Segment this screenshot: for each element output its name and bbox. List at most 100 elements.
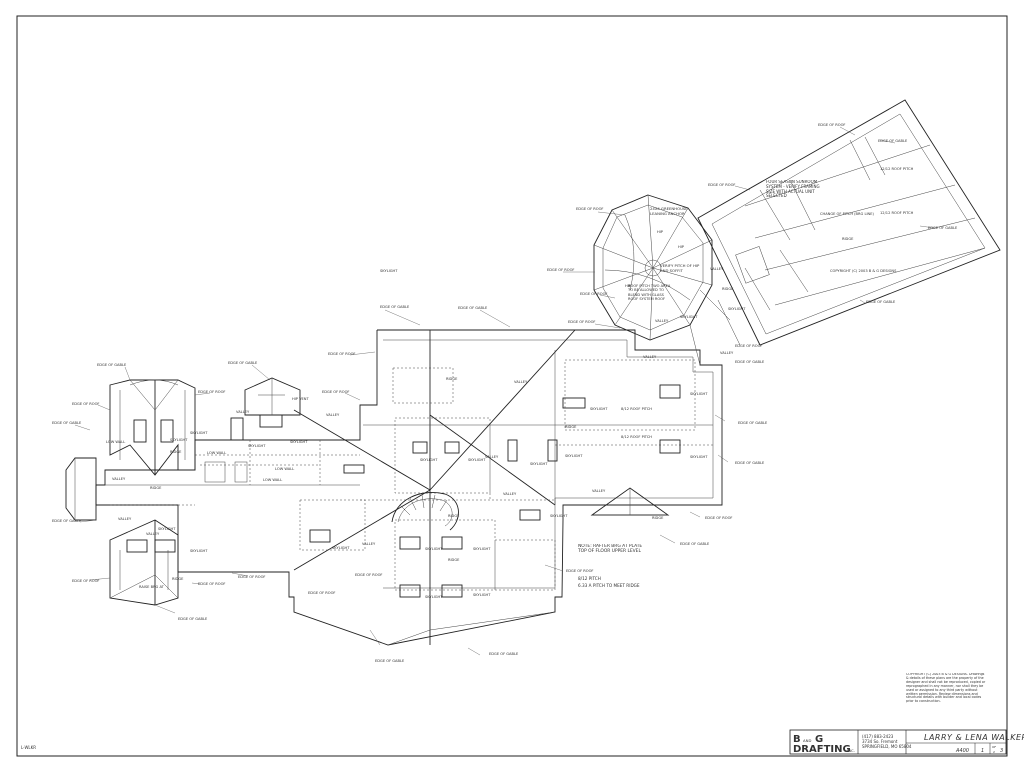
octagon-tower-roof (593, 194, 713, 366)
company-g: G (815, 734, 823, 745)
label-low-wall-3: LOW WALL (275, 467, 294, 471)
label-edge-of-roof-18: EDGE OF ROOF (355, 573, 383, 577)
label-ridge-5: RIDGE (170, 450, 182, 454)
label-skylight-8: SKYLIGHT (468, 458, 486, 462)
drawing-notes: FOUR SEASON SUNROOM SYSTEM - VERIFY FRAM… (21, 180, 985, 750)
label-ridge-3: RIDGE (565, 425, 577, 429)
label-edge-of-roof-1: EDGE OF ROOF (818, 123, 846, 127)
label-skylight-11: SKYLIGHT (473, 547, 491, 551)
label-valley-1: VALLEY (514, 380, 528, 384)
label-pitch-8-12-b: 8/12 ROOF PITCH (621, 435, 652, 439)
sheet-of: OF (992, 745, 996, 749)
label-skylight-2: SKYLIGHT (590, 407, 608, 411)
label-valley-2: VALLEY (326, 413, 340, 417)
sheet-label-2: 2 (993, 750, 995, 754)
label-edge-of-gable-5: EDGE OF GABLE (97, 363, 127, 367)
label-skylight-3: SKYLIGHT (690, 392, 708, 396)
label-edge-of-roof-17: EDGE OF ROOF (72, 579, 100, 583)
label-valley-11: VALLEY (112, 477, 126, 481)
pitch-ratio-note: 6.33 A PITCH TO MEET RIDGE (578, 583, 640, 588)
sunroom-note: FOUR SEASON SUNROOM SYSTEM - VERIFY FRAM… (766, 180, 820, 198)
label-edge-of-gable-8: EDGE OF GABLE (928, 226, 958, 230)
label-edge-of-roof-13: EDGE OF ROOF (566, 569, 594, 573)
label-skylight-20: SKYLIGHT (170, 438, 188, 442)
label-valley-7: VALLEY (643, 355, 657, 359)
label-edge-of-gable-6: EDGE OF GABLE (52, 421, 82, 425)
label-ridge-9: RIDGE (172, 577, 184, 581)
label-skylight-19: SKYLIGHT (190, 431, 208, 435)
label-copyright-small: COPYRIGHT (C) 2003 B & G DESIGNS (830, 269, 897, 273)
label-edge-of-roof-11: EDGE OF ROOF (735, 344, 763, 348)
label-skylight-21: SKYLIGHT (728, 307, 746, 311)
label-edge-of-gable-14: EDGE OF GABLE (375, 659, 405, 663)
company-suffix: INC. (847, 748, 855, 753)
label-edge-of-gable-11: EDGE OF GABLE (735, 461, 765, 465)
copyright-block: COPYRIGHT (C) 2003 B & G DESIGNS. Drawin… (906, 673, 985, 703)
label-edge-of-roof-5: EDGE OF ROOF (580, 292, 608, 296)
office-phone: (417) 883-2423 (862, 734, 894, 739)
label-edge-of-gable-3: EDGE OF GABLE (458, 306, 488, 310)
label-hip-3: HIP (625, 284, 632, 288)
label-pitch-12-12-a: 12/12 ROOF PITCH (880, 167, 914, 171)
label-valley-4: VALLEY (485, 455, 499, 459)
label-valley-8: VALLEY (720, 351, 734, 355)
label-valley-13: VALLEY (146, 532, 160, 536)
label-ridge-2: RIDGE (446, 377, 458, 381)
label-edge-of-roof-2: EDGE OF ROOF (708, 183, 736, 187)
label-edge-of-gable-4: EDGE OF GABLE (228, 361, 258, 365)
roof-labels: EDGE OF ROOF EDGE OF GABLE EDGE OF ROOF … (52, 123, 958, 663)
label-skylight-16: SKYLIGHT (158, 527, 176, 531)
label-valley-6: VALLEY (592, 489, 606, 493)
client-name: LARRY & LENA WALKER (924, 733, 1024, 742)
label-low-wall-4: LOW WALL (263, 478, 282, 482)
roof-pitch-note: ROOF PITCH TWO AREA TO BE ALLOWED TO BLE… (628, 284, 670, 301)
label-low-wall-2: LOW WALL (207, 451, 226, 455)
office-city: SPRINGFIELD, MO 65804 (862, 744, 912, 749)
label-pitch-8-12-a: 8/12 ROOF PITCH (621, 407, 652, 411)
label-skylight-22: SKYLIGHT (680, 315, 698, 319)
rafter-note: NOTE: RAFTER BRG AT PLATE TOP OF FLOOR U… (578, 544, 642, 554)
label-valley-14: VALLEY (655, 319, 669, 323)
label-edge-of-roof-15: EDGE OF ROOF (238, 575, 266, 579)
label-change-of-pitch: CHANGE OF PITCH (BRG LINE) (820, 212, 874, 216)
label-edge-of-gable-12: EDGE OF GABLE (680, 542, 710, 546)
label-edge-of-roof-9: EDGE OF ROOF (322, 390, 350, 394)
label-skylight-12: SKYLIGHT (425, 595, 443, 599)
label-edge-of-roof-10: EDGE OF ROOF (72, 402, 100, 406)
greenhouse-note: 24X4 GREENHOUSE LEANING ANCHOR (650, 207, 688, 215)
label-skylight-13: SKYLIGHT (473, 593, 491, 597)
label-skylight-18: SKYLIGHT (248, 444, 266, 448)
label-skylight-1: SKYLIGHT (380, 269, 398, 273)
label-skylight-7: SKYLIGHT (420, 458, 438, 462)
sheet-number: A400 (955, 748, 969, 754)
label-raise-brg: RAISE BRG AT (139, 585, 165, 589)
label-skylight-14: SKYLIGHT (332, 546, 350, 550)
label-valley-10: VALLEY (362, 542, 376, 546)
label-edge-of-gable-13: EDGE OF GABLE (489, 652, 519, 656)
label-edge-of-roof-4: EDGE OF ROOF (547, 268, 575, 272)
label-ridge-8: RIDGE (652, 516, 664, 520)
company-and: AND (803, 738, 811, 743)
label-edge-of-roof-16: EDGE OF ROOF (198, 582, 226, 586)
sheet-label-3: 3 (1000, 748, 1003, 754)
label-ridge-1: RIDGE (842, 237, 854, 241)
label-edge-of-roof-12: EDGE OF ROOF (705, 516, 733, 520)
label-ridge-10: RIDGE (722, 287, 734, 291)
sheet-label-1: 1 (981, 748, 984, 754)
main-house-roof (95, 329, 723, 646)
drawing-id: L-WLKR (21, 745, 36, 750)
label-skylight-9: SKYLIGHT (550, 514, 568, 518)
label-ridge-7: RIDGE (448, 558, 460, 562)
label-skylight-15: SKYLIGHT (190, 549, 208, 553)
label-skylight-6: SKYLIGHT (565, 454, 583, 458)
label-hip-vent: HIP VENT (292, 397, 309, 401)
pitch-8-12-note: 8/12 PITCH (578, 576, 601, 581)
label-edge-of-roof-14: EDGE OF ROOF (308, 591, 336, 595)
label-edge-of-gable-7: EDGE OF GABLE (866, 300, 896, 304)
title-block: B AND G DRAFTING INC. (417) 883-2423 373… (789, 729, 1024, 755)
label-valley-9: VALLEY (710, 267, 724, 271)
label-edge-of-gable-1: EDGE OF GABLE (878, 139, 908, 143)
company-b: B (793, 734, 801, 745)
label-edge-of-gable-2: EDGE OF GABLE (380, 305, 410, 309)
